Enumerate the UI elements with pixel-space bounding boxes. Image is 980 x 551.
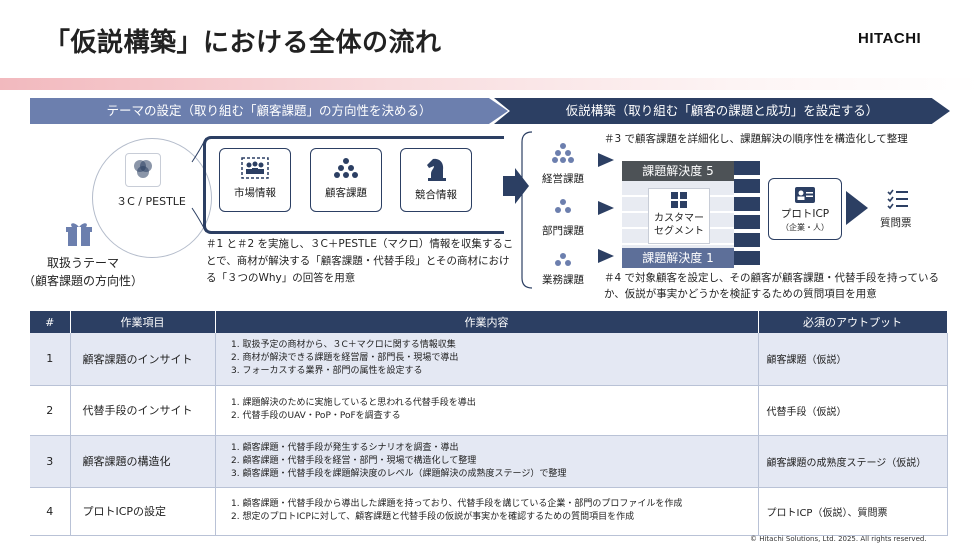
phase-theme-setting: テーマの設定（取り組む「顧客課題」の方向性を決める） (30, 98, 508, 124)
windows-icon (671, 192, 687, 208)
people-icon (241, 157, 269, 179)
content-line: 代替手段のUAV・PoP・PoFを調査する (243, 410, 757, 423)
arrow-right-icon (598, 249, 614, 263)
card-customer-issue: 顧客課題 (310, 148, 382, 212)
row-content: 顧客課題・代替手段から導出した課題を持っており、代替手段を講じている企業・部門の… (215, 487, 759, 536)
proto-icp-box: プロトICP （企業・人） (768, 178, 842, 240)
row-item: 顧客課題のインサイト (70, 333, 216, 386)
row-item: 顧客課題の構造化 (70, 435, 216, 488)
level-operations: 業務課題 (542, 274, 584, 286)
table-row: 2 代替手段のインサイト 課題解決のために実施していると思われる代替手段を導出 … (30, 385, 948, 436)
card-market-info: 市場情報 (219, 148, 291, 212)
table-header-row: # 作業項目 作業内容 必須のアウトプット (30, 311, 948, 333)
row-num: 1 (30, 333, 71, 386)
maturity-level-1: 課題解決度 1 (622, 248, 734, 268)
info-frame (203, 136, 504, 234)
row-content: 取扱予定の商材から、３C＋マクロに関する情報収集 商材が解決できる課題を経営層・… (215, 333, 759, 386)
questionnaire-label: 質問票 (880, 217, 912, 229)
arrow-right-icon (598, 201, 614, 215)
card-label: 市場情報 (234, 187, 276, 199)
venn-icon (125, 153, 161, 187)
hierarchy-icon (552, 143, 574, 163)
col-header-content: 作業内容 (215, 311, 759, 333)
customer-segment-box: カスタマー セグメント (648, 188, 710, 244)
framework-label: ３C / PESTLE (116, 195, 186, 208)
card-label: 顧客課題 (325, 187, 367, 199)
row-num: 4 (30, 487, 71, 536)
theme-caption-line2: （顧客課題の方向性） (22, 274, 143, 288)
row-output: 顧客課題の成熟度ステージ（仮説） (758, 435, 948, 488)
gift-icon (64, 219, 94, 253)
content-line: 想定のプロトICPに対して、顧客課題と代替手段の仮説が事実かを確認するための質問… (243, 511, 757, 524)
level-department: 部門課題 (542, 225, 584, 237)
checklist-icon (887, 189, 908, 210)
customer-segment-line2: セグメント (654, 226, 704, 237)
row-output: プロトICP（仮説）、質問票 (758, 487, 948, 536)
chess-knight-icon (427, 158, 446, 181)
content-line: 顧客課題・代替手段を経営・部門・現場で構造化して整理 (243, 455, 757, 468)
copyright: © Hitachi Solutions, Ltd. 2025. All righ… (750, 535, 927, 543)
arrow-right-icon (598, 153, 614, 167)
table-row: 3 顧客課題の構造化 顧客課題・代替手段が発生するシナリオを調査・導出 顧客課題… (30, 435, 948, 488)
id-card-icon (795, 187, 815, 203)
table-row: 4 プロトICPの設定 顧客課題・代替手段から導出した課題を持っており、代替手段… (30, 487, 948, 536)
row-output: 顧客課題（仮説） (758, 333, 948, 386)
col-header-num: # (30, 311, 71, 333)
content-line: 商材が解決できる課題を経営層・部門長・現場で導出 (243, 352, 757, 365)
row-content: 課題解決のために実施していると思われる代替手段を導出 代替手段のUAV・PoP・… (215, 385, 759, 436)
arrow-right-icon (846, 191, 868, 225)
theme-caption: 取扱うテーマ （顧客課題の方向性） (18, 254, 148, 290)
row-item: 代替手段のインサイト (70, 385, 216, 436)
content-line: 取扱予定の商材から、３C＋マクロに関する情報収集 (243, 339, 757, 352)
note-step-3: ＃3 で顧客課題を詳細化し、課題解決の順序性を構造化して整理 (604, 133, 908, 145)
content-line: フォーカスする業界・部門の属性を設定する (243, 365, 757, 378)
accent-bar (0, 78, 980, 90)
phase-hypothesis-building: 仮説構築（取り組む「顧客の課題と成功」を設定する） (494, 98, 950, 124)
row-num: 3 (30, 435, 71, 488)
hierarchy-icon (555, 253, 571, 266)
hierarchy-icon (555, 199, 571, 213)
card-label: 競合情報 (415, 189, 457, 201)
hierarchy-icon (334, 158, 358, 178)
note-steps-1-2: ＃1 と＃2 を実施し、３C＋PESTLE（マクロ）情報を収集することで、商材が… (206, 238, 514, 284)
row-item: プロトICPの設定 (70, 487, 216, 536)
row-num: 2 (30, 385, 71, 436)
content-line: 顧客課題・代替手段が発生するシナリオを調査・導出 (243, 442, 757, 455)
col-header-output: 必須のアウトプット (758, 311, 948, 333)
row-content: 顧客課題・代替手段が発生するシナリオを調査・導出 顧客課題・代替手段を経営・部門… (215, 435, 759, 488)
proto-icp-sub: （企業・人） (781, 223, 829, 232)
content-line: 課題解決のために実施していると思われる代替手段を導出 (243, 397, 757, 410)
card-competitor-info: 競合情報 (400, 148, 472, 212)
row-output: 代替手段（仮説） (758, 385, 948, 436)
customer-segment-line1: カスタマー (654, 213, 704, 224)
note-step-4: ＃4 で対象顧客を設定し、その顧客が顧客課題・代替手段を持っているか、仮説が事実… (604, 272, 939, 300)
theme-caption-line1: 取扱うテーマ (46, 256, 119, 270)
content-line: 顧客課題・代替手段を課題解決度のレベル（課題解決の成熟度ステージ）で整理 (243, 468, 757, 481)
work-table: # 作業項目 作業内容 必須のアウトプット 1 顧客課題のインサイト 取扱予定の… (30, 311, 948, 536)
maturity-level-5: 課題解決度 5 (622, 161, 734, 181)
col-header-item: 作業項目 (70, 311, 216, 333)
level-management: 経営課題 (542, 173, 584, 185)
proto-icp-title: プロトICP (780, 208, 830, 220)
levels-bracket (521, 131, 533, 289)
flow-arrow-icon (503, 168, 529, 204)
hitachi-logo: HITACHI (858, 30, 922, 47)
maturity-side-bars (734, 161, 760, 268)
page-title: 「仮説構築」における全体の流れ (44, 28, 442, 58)
table-row: 1 顧客課題のインサイト 取扱予定の商材から、３C＋マクロに関する情報収集 商材… (30, 333, 948, 386)
content-line: 顧客課題・代替手段から導出した課題を持っており、代替手段を講じている企業・部門の… (243, 498, 757, 511)
